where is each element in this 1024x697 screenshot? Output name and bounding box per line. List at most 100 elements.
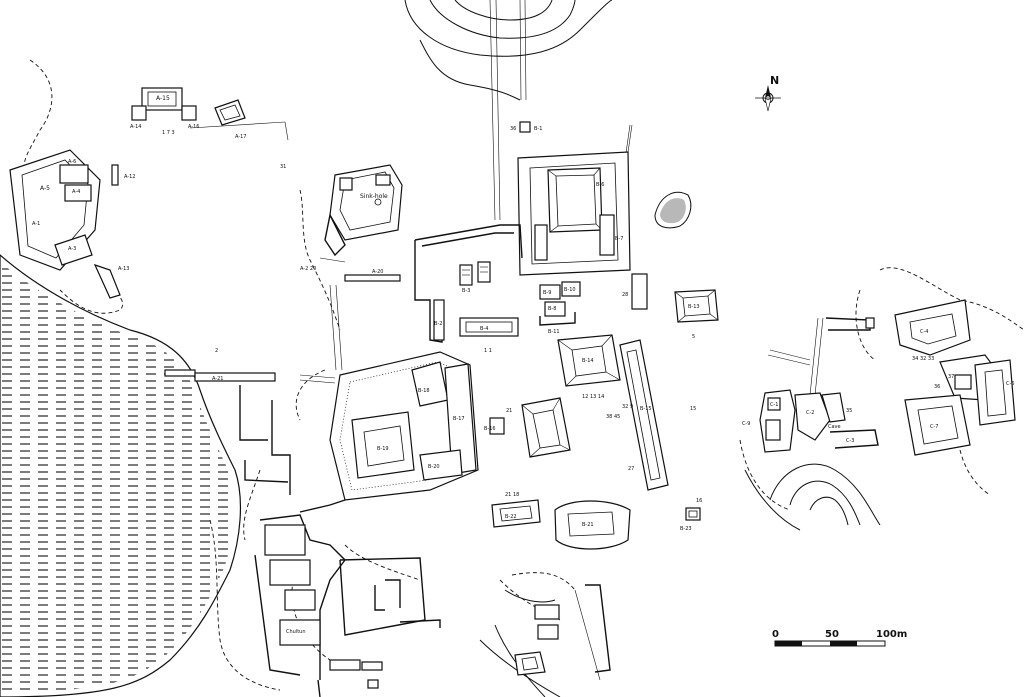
label-c9: C-9: [742, 421, 750, 427]
contour-lines-group-c: [744, 463, 881, 531]
structure-c1: C-1 C-9: [742, 389, 796, 453]
structure-b22: B-22 21 18: [491, 492, 541, 528]
water-body: [0, 254, 242, 697]
scale-bar: 0 50 100m: [772, 629, 907, 647]
causeways: [189, 0, 824, 396]
structure-b5-quadrangle: B-6 B-7: [517, 124, 633, 276]
label-a5: A-5: [40, 185, 50, 192]
label-b16: B-16: [484, 426, 496, 432]
group-a: A-15 A-14 A-16 1 7 3 A-17 31 A-5 A-6 A-4…: [9, 87, 403, 495]
north-arrow-label: N: [770, 74, 779, 87]
label-b7: B-7: [615, 236, 623, 242]
structure-a20: A-20: [344, 269, 401, 282]
label-a4: A-4: [72, 189, 80, 195]
label-b2: B-2: [434, 321, 442, 327]
label-n36: 36: [510, 126, 516, 132]
structure-a5-complex: A-5 A-6 A-4 A-1 A-3: [9, 149, 121, 299]
label-c2: C-2: [806, 410, 814, 416]
label-n27: 27: [628, 466, 634, 472]
label-n2: 2: [215, 348, 218, 354]
structure-b12: 28: [622, 273, 648, 310]
structure-c6: C-6: [974, 359, 1016, 426]
label-b21: B-21: [582, 522, 594, 528]
label-b9: B-9: [543, 290, 551, 296]
label-a17: A-17: [235, 134, 246, 140]
label-n36c: 36: [934, 384, 940, 390]
structure-acropolis: B-18 B-17 B-19 B-20: [299, 351, 479, 513]
label-b18: B-18: [418, 388, 430, 394]
central-court-walls: B-2: [414, 224, 523, 343]
label-n15: 15: [690, 406, 696, 412]
label-n37: 37: [948, 374, 954, 380]
label-c3: C-3: [846, 438, 854, 444]
structure-c7: C-7: [904, 394, 971, 456]
label-c6: C-6: [1006, 381, 1014, 387]
label-a20-side: A-2 20: [300, 266, 316, 272]
label-a13: A-13: [118, 266, 129, 272]
structure-c2: C-2: [794, 392, 831, 441]
label-n28: 28: [622, 292, 628, 298]
label-b3: B-3: [462, 288, 470, 294]
structure-b15: B-15 32 9 38 45 27: [606, 339, 669, 491]
label-b23: B-23: [680, 526, 692, 532]
label-n329: 32 9: [622, 404, 633, 410]
label-b14: B-14: [582, 358, 594, 364]
label-n35: 35: [846, 408, 852, 414]
structure-b13: B-13 5: [674, 289, 719, 340]
label-chultun: Chultun: [286, 629, 306, 635]
structure-c4: C-4 34 32 33: [894, 299, 971, 362]
label-n343233: 34 32 33: [912, 356, 934, 362]
north-arrow: N: [755, 74, 781, 112]
structure-a11-complex: Sink-hole: [319, 164, 403, 263]
label-b1: B-1: [534, 126, 542, 132]
structure-a17: A-17: [214, 99, 246, 140]
label-n31: 31: [280, 164, 286, 170]
label-n5: 5: [692, 334, 695, 340]
label-a6: A-6: [68, 159, 76, 165]
label-n16: 16: [696, 498, 702, 504]
label-n173: 1 7 3: [162, 130, 175, 136]
group-b: 36 B-1 B-6 B-7: [299, 121, 719, 550]
label-a14: A-14: [130, 124, 141, 130]
label-b17: B-17: [453, 416, 465, 422]
structure-a12: A-12: [111, 164, 135, 186]
label-n11: 1 1: [484, 348, 492, 354]
label-a3: A-3: [68, 246, 76, 252]
label-n3845: 38 45: [606, 414, 620, 420]
label-b8: B-8: [548, 306, 556, 312]
rock-outcrop: [654, 191, 692, 229]
label-b15: B-15: [640, 406, 652, 412]
structure-b4: B-4 1 1: [459, 317, 519, 354]
label-b11: B-11: [548, 329, 560, 335]
structure-c3-wall: C-3: [829, 429, 879, 449]
structure-b23: 16 B-23: [680, 498, 702, 532]
structure-b3: B-3: [459, 261, 491, 294]
label-a21: A-21: [212, 376, 223, 382]
label-a16: A-16: [188, 124, 199, 130]
label-c4: C-4: [920, 329, 928, 335]
group-c: C-1 C-9 C-2 35 Cave C-3 C-4 34 32 33: [742, 299, 1016, 456]
label-sinkhole: Sink-hole: [360, 193, 388, 200]
label-b19: B-19: [377, 446, 389, 452]
label-c7: C-7: [930, 424, 938, 430]
structure-a21: A-21 2: [164, 348, 291, 495]
contour-lines-bottom: [479, 589, 561, 697]
label-a15: A-15: [156, 95, 170, 102]
structure-b1: 36 B-1: [510, 121, 542, 133]
label-b20: B-20: [428, 464, 440, 470]
label-n21: 21: [506, 408, 512, 414]
structure-b14: B-14 12 13 14: [557, 334, 621, 400]
lower-center-structures: [514, 584, 611, 681]
label-a1: A-1: [32, 221, 40, 227]
label-b4: B-4: [480, 326, 488, 332]
structure-b21: B-21: [554, 500, 631, 550]
lower-left-complex: Chultun: [254, 514, 441, 697]
scale-tick-50: 50: [825, 629, 839, 640]
label-cave: Cave: [828, 424, 841, 430]
scale-tick-0: 0: [772, 629, 779, 640]
label-b22: B-22: [505, 514, 517, 520]
label-n2118: 21 18: [505, 492, 519, 498]
structure-b8-cluster: B-9 B-10 B-8 B-11: [539, 281, 581, 335]
structure-c3: 35 Cave: [821, 392, 852, 430]
